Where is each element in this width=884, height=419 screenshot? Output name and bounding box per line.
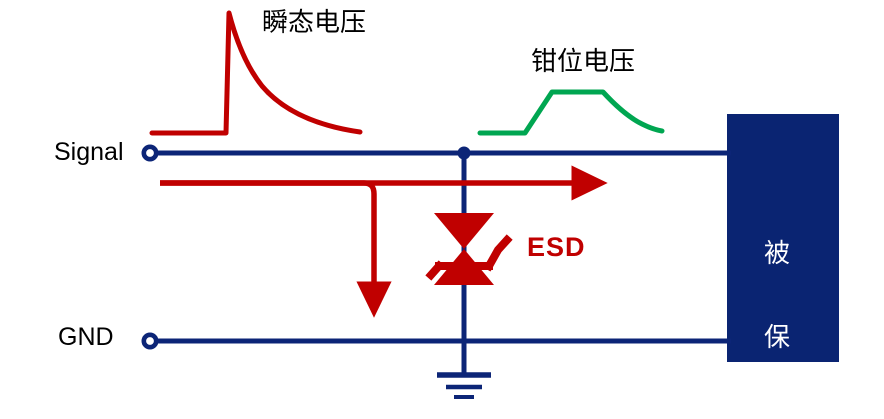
- protected-circuit-label: 被 保 护 电 路: [762, 183, 792, 419]
- protected-circuit-block: [727, 114, 839, 362]
- protected-circuit-char: 保: [763, 322, 790, 353]
- signal-label: Signal: [54, 138, 124, 166]
- protected-circuit-char: 被: [763, 238, 790, 269]
- protected-circuit-char: 护: [762, 408, 792, 419]
- signal-terminal-icon: [141, 144, 159, 162]
- clamping-voltage-waveform: [477, 89, 665, 136]
- transient-voltage-label: 瞬态电压: [262, 7, 367, 37]
- esd-label: ESD: [527, 232, 586, 262]
- transient-voltage-waveform: [149, 10, 363, 136]
- junction-dot: [457, 146, 471, 160]
- shunt-current-arrow-down: [160, 180, 392, 318]
- ground-symbol-icon: [437, 372, 491, 399]
- clamping-voltage-label: 钳位电压: [531, 46, 636, 76]
- gnd-label: GND: [58, 323, 114, 351]
- tvs-diode-icon: [425, 213, 513, 285]
- gnd-terminal-icon: [141, 332, 159, 350]
